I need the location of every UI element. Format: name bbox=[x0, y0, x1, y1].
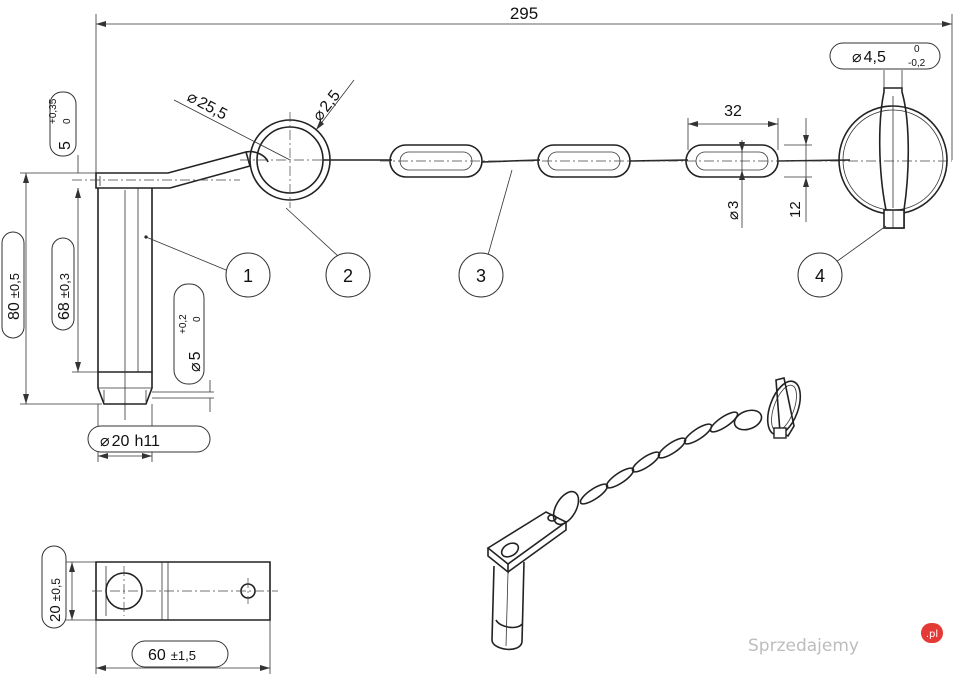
overall-length-label: 295 bbox=[510, 4, 538, 23]
watermark-badge bbox=[921, 623, 943, 643]
chain-part bbox=[323, 144, 952, 178]
plate-length-dimension: 60±1,5 bbox=[95, 620, 271, 674]
svg-text:2: 2 bbox=[343, 266, 353, 286]
plate-width-dimension: 20±0,5 bbox=[41, 545, 96, 629]
cotter-diameter-dimension: ⌀4,5 0 -0,2 bbox=[829, 42, 941, 92]
svg-text:Sprzedajemy: Sprzedajemy bbox=[748, 636, 859, 656]
pin-front-view bbox=[72, 151, 251, 420]
balloon-1: 1 bbox=[145, 236, 271, 298]
svg-text:⌀4,5: ⌀4,5 bbox=[852, 49, 886, 66]
svg-text:68±0,3: 68±0,3 bbox=[56, 273, 73, 320]
link-width-dimension: 12 bbox=[784, 118, 812, 222]
pin-shank-length-dimension: 68±0,3 bbox=[51, 237, 75, 331]
svg-text:0: 0 bbox=[914, 44, 920, 55]
svg-text:4: 4 bbox=[815, 266, 825, 286]
link-length-dimension: 32 bbox=[687, 103, 779, 150]
svg-text:⌀5: ⌀5 bbox=[187, 351, 204, 372]
svg-text:.pl: .pl bbox=[926, 629, 938, 640]
svg-text:3: 3 bbox=[476, 266, 486, 286]
pin-left-dimensions bbox=[20, 155, 102, 405]
svg-text:+0,35: +0,35 bbox=[48, 98, 59, 124]
pin-total-length-dimension: 80±0,5 bbox=[1, 231, 25, 339]
overall-length-dimension: 295 bbox=[95, 4, 953, 175]
balloon-3: 3 bbox=[458, 169, 513, 298]
svg-text:+0,2: +0,2 bbox=[178, 314, 189, 334]
watermark: Sprzedajemy .pl bbox=[748, 623, 943, 656]
svg-text:-0,2: -0,2 bbox=[908, 58, 926, 69]
svg-text:1: 1 bbox=[243, 266, 253, 286]
wire-diameter-dimension: ⌀2,5 bbox=[310, 79, 355, 131]
plate-top-view bbox=[92, 561, 278, 621]
svg-text:20±0,5: 20±0,5 bbox=[47, 578, 64, 622]
cotter-ring-part bbox=[838, 87, 948, 229]
hole-diameter-dimension: ⌀5 +0,2 0 bbox=[152, 283, 214, 412]
svg-text:5: 5 bbox=[57, 141, 74, 150]
svg-text:60±1,5: 60±1,5 bbox=[148, 647, 196, 664]
svg-text:12: 12 bbox=[787, 201, 804, 218]
flange-thickness-dimension: 5 +0,35 0 bbox=[48, 91, 77, 157]
svg-text:⌀3: ⌀3 bbox=[725, 201, 742, 220]
link-wire-dimension: ⌀3 bbox=[725, 140, 745, 228]
svg-text:80±0,5: 80±0,5 bbox=[6, 273, 23, 320]
svg-text:32: 32 bbox=[724, 103, 742, 120]
svg-text:⌀2,5: ⌀2,5 bbox=[310, 87, 344, 124]
balloon-4: 4 bbox=[797, 225, 887, 298]
svg-text:0: 0 bbox=[62, 118, 73, 124]
svg-text:0: 0 bbox=[192, 316, 203, 322]
balloon-2: 2 bbox=[285, 207, 371, 298]
svg-text:⌀25,5: ⌀25,5 bbox=[184, 89, 230, 124]
isometric-view bbox=[486, 377, 802, 651]
